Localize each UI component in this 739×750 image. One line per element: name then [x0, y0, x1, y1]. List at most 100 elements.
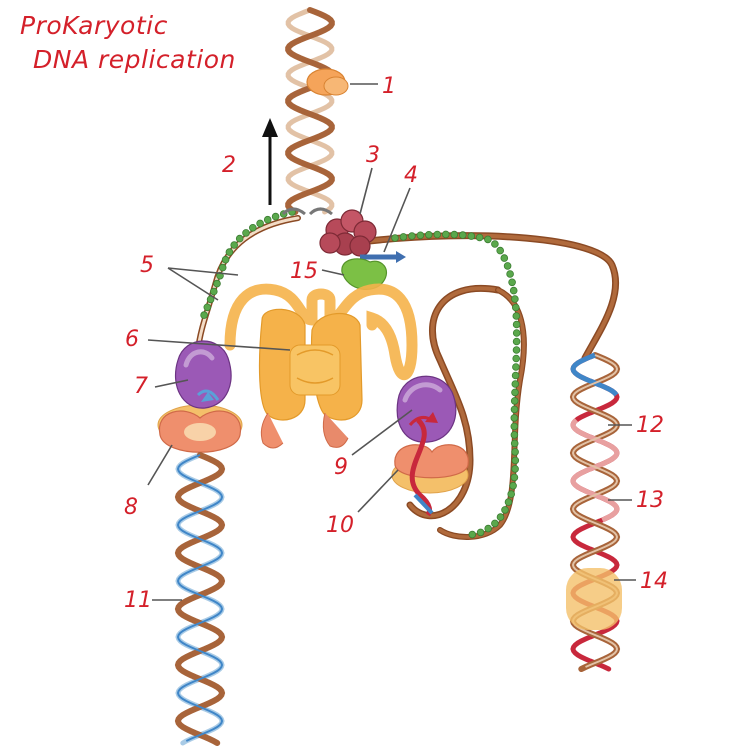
ssb-protein	[424, 231, 433, 239]
leading-sliding-clamp	[157, 404, 243, 453]
ssb-protein	[203, 303, 212, 312]
ssb-protein	[511, 380, 520, 388]
ssb-protein	[225, 248, 234, 256]
ssb-protein	[450, 230, 459, 239]
label-10: 10	[326, 513, 354, 538]
topoisomerase	[306, 68, 349, 96]
ssb-protein	[484, 524, 493, 533]
ssb-protein	[416, 231, 425, 240]
ssb-protein	[496, 513, 505, 521]
ssb-protein	[475, 233, 484, 242]
ssb-protein	[501, 506, 509, 514]
ssb-protein	[506, 270, 514, 278]
ssb-protein	[512, 312, 521, 320]
ssb-protein	[476, 528, 485, 537]
ssb-protein	[200, 311, 208, 319]
okazaki-primer-region	[566, 568, 622, 630]
ssb-protein	[510, 414, 519, 422]
leading-daughter-helix	[174, 452, 226, 746]
ssb-protein	[512, 337, 521, 346]
ssb-protein	[235, 234, 244, 243]
fork-junction	[281, 207, 333, 216]
title-line-1: ProKaryotic	[20, 11, 168, 40]
label-7: 7	[134, 374, 148, 399]
ssb-protein	[484, 235, 492, 244]
ssb-protein	[218, 263, 227, 272]
label-5: 5	[140, 253, 154, 278]
ssb-protein	[210, 287, 218, 296]
okazaki-fragment-strand	[409, 418, 434, 517]
label-8: 8	[124, 495, 138, 520]
label-1: 1	[382, 74, 396, 99]
label-12: 12	[636, 413, 664, 438]
ssb-protein	[221, 255, 230, 264]
ssb-protein	[511, 465, 519, 473]
rna-primer	[360, 251, 406, 263]
ssb-protein	[511, 371, 520, 380]
label-leader-lines	[147, 83, 636, 601]
label-9: 9	[334, 455, 348, 480]
ssb-protein	[256, 219, 264, 228]
ssb-protein	[491, 240, 499, 248]
ssb-protein	[511, 388, 519, 397]
ssb-protein	[230, 241, 239, 249]
ssb-protein	[509, 481, 517, 490]
ssb-protein	[504, 498, 513, 506]
ssb-protein	[508, 278, 516, 287]
ssb-protein	[399, 233, 408, 241]
ssb-protein	[458, 231, 467, 239]
leading-polymerase-subunit	[174, 340, 232, 409]
ssb-protein	[249, 224, 257, 232]
helicase	[319, 209, 377, 257]
label-2: 2	[222, 153, 236, 178]
ssb-protein	[510, 431, 519, 439]
lagging-polymerase-subunit	[396, 375, 457, 443]
ssb-protein	[271, 212, 280, 221]
dna-polymerase-core	[224, 283, 418, 421]
ssb-protein	[510, 405, 519, 414]
ssb-protein	[213, 279, 221, 288]
label-6: 6	[125, 327, 139, 352]
polymerase-tau-arms	[260, 412, 349, 449]
ssb-protein	[263, 215, 272, 224]
ssb-protein	[441, 230, 450, 239]
ssb-proteins-lagging	[391, 230, 521, 539]
label-14: 14	[640, 569, 668, 594]
ssb-protein	[467, 232, 476, 240]
label-4: 4	[404, 163, 418, 188]
ssb-protein	[507, 490, 516, 498]
ssb-protein	[511, 448, 519, 456]
label-3: 3	[366, 143, 380, 168]
label-11: 11	[124, 588, 152, 613]
ssb-protein	[491, 519, 499, 528]
ssb-protein	[511, 456, 520, 465]
ssb-protein	[408, 232, 416, 240]
ssb-protein	[433, 230, 442, 239]
ssb-protein	[242, 229, 250, 237]
ssb-protein	[510, 397, 519, 405]
title-line-2: DNA replication	[33, 45, 236, 74]
lagging-template-loop	[356, 232, 620, 540]
ssb-protein	[512, 320, 521, 329]
ssb-protein	[468, 530, 477, 539]
lagging-sliding-clamp	[391, 444, 469, 494]
label-13: 13	[636, 488, 664, 513]
ssb-protein	[510, 473, 519, 482]
ssb-protein	[511, 295, 519, 303]
ssb-protein	[512, 363, 520, 371]
ssb-protein	[503, 262, 512, 270]
ssb-protein	[512, 329, 521, 337]
parental-dna-helix	[285, 7, 335, 215]
ssb-protein	[391, 234, 399, 242]
ssb-protein	[496, 246, 505, 255]
ssb-protein	[510, 422, 519, 431]
ssb-protein	[510, 439, 519, 448]
ssb-proteins-leading	[200, 208, 296, 319]
fork-direction-arrow	[262, 118, 278, 205]
ssb-protein	[509, 286, 518, 295]
ssb-protein	[512, 354, 520, 363]
ssb-protein	[500, 254, 509, 262]
ssb-protein	[511, 303, 520, 312]
label-15: 15	[290, 259, 318, 284]
